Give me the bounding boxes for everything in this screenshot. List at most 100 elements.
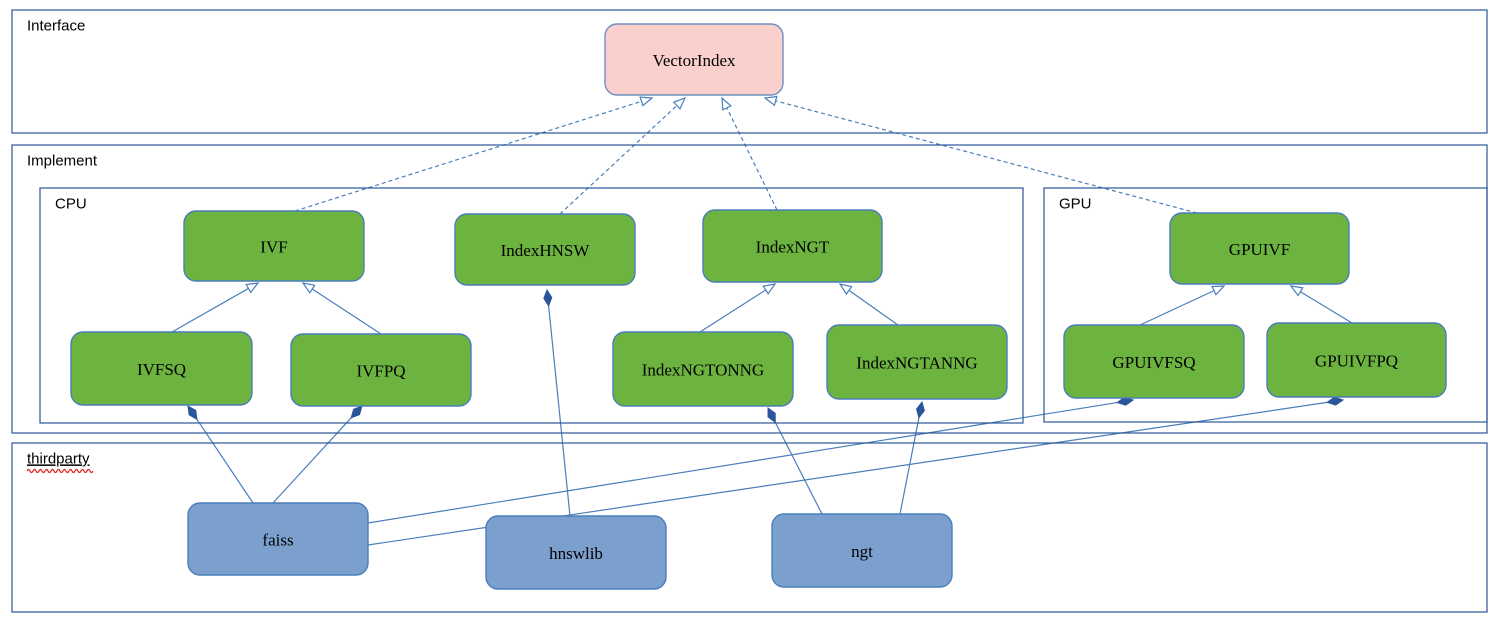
- edge-line: [294, 100, 642, 212]
- container-outline: [39, 187, 1024, 424]
- edge-indexngtonng-to-indexngt: [699, 283, 777, 333]
- node-label-hnswlib: hnswlib: [549, 544, 603, 563]
- filled-diamond-marker-icon: [187, 405, 198, 421]
- filled-diamond-marker-icon: [767, 407, 776, 424]
- node-box[interactable]: [1169, 212, 1350, 285]
- edge-indexhnsw-to-vectorindex: [559, 96, 687, 215]
- hollow-triangle-arrowhead-icon: [838, 283, 853, 296]
- filled-diamond-marker-icon: [915, 400, 925, 419]
- node-label-faiss: faiss: [262, 531, 293, 550]
- container-cpu: CPU: [39, 187, 1024, 424]
- edge-line: [774, 421, 823, 515]
- container-interface: Interface: [11, 9, 1488, 134]
- hollow-triangle-arrowhead-icon: [1289, 285, 1304, 297]
- hollow-triangle-arrowhead-icon: [639, 96, 654, 107]
- node-label-indexhnsw: IndexHNSW: [501, 241, 591, 260]
- edge-line: [1300, 291, 1353, 324]
- edge-gpuivf-to-vectorindex: [763, 95, 1198, 214]
- node-label-vectorindex: VectorIndex: [652, 51, 736, 70]
- container-label-gpu: GPU: [1059, 195, 1092, 212]
- node-indexhnsw[interactable]: IndexHNSW: [454, 213, 636, 286]
- edge-line: [899, 417, 920, 515]
- node-box[interactable]: [612, 331, 794, 407]
- node-box[interactable]: [1063, 324, 1245, 399]
- edge-ivfsq-to-ivf: [171, 282, 260, 333]
- container-label-thirdparty: thirdparty: [27, 450, 90, 467]
- node-label-gpuivfpq: GPUIVFPQ: [1315, 352, 1398, 371]
- node-label-indexngt: IndexNGT: [756, 238, 830, 257]
- node-box[interactable]: [454, 213, 636, 286]
- edge-line: [726, 107, 778, 211]
- node-indexngtanng[interactable]: IndexNGTANNG: [826, 324, 1008, 400]
- hollow-triangle-arrowhead-icon: [301, 282, 316, 294]
- hollow-triangle-arrowhead-icon: [672, 96, 687, 110]
- edge-ngt-to-indexngtanng: [899, 400, 925, 515]
- edge-line: [272, 417, 352, 504]
- edge-line: [171, 287, 249, 333]
- container-thirdparty: thirdparty: [11, 442, 1488, 613]
- node-ivfpq[interactable]: IVFPQ: [290, 333, 472, 407]
- container-outline: [11, 9, 1488, 134]
- node-label-ngt: ngt: [851, 542, 873, 561]
- node-label-indexngtonng: IndexNGTONNG: [642, 361, 764, 380]
- container-label-cpu: CPU: [55, 195, 87, 212]
- edge-ivf-to-vectorindex: [294, 96, 654, 212]
- node-vectorindex[interactable]: VectorIndex: [604, 23, 784, 96]
- edge-indexngtanng-to-indexngt: [838, 283, 899, 326]
- node-label-ivf: IVF: [260, 238, 287, 257]
- node-box[interactable]: [826, 324, 1008, 400]
- node-ngt[interactable]: ngt: [771, 513, 953, 588]
- node-hnswlib[interactable]: hnswlib: [485, 515, 667, 590]
- edge-line: [848, 289, 899, 326]
- node-box[interactable]: [290, 333, 472, 407]
- node-indexngtonng[interactable]: IndexNGTONNG: [612, 331, 794, 407]
- node-ivf[interactable]: IVF: [183, 210, 365, 282]
- node-gpuivf[interactable]: GPUIVF: [1169, 212, 1350, 285]
- hollow-triangle-arrowhead-icon: [763, 95, 778, 107]
- node-box[interactable]: [187, 502, 369, 576]
- node-ivfsq[interactable]: IVFSQ: [70, 331, 253, 406]
- container-label-interface: Interface: [27, 17, 85, 34]
- node-label-gpuivf: GPUIVF: [1229, 240, 1290, 259]
- filled-diamond-marker-icon: [1326, 396, 1345, 406]
- edge-indexngt-to-vectorindex: [721, 96, 778, 211]
- node-label-ivfpq: IVFPQ: [356, 362, 405, 381]
- container-outline: [11, 442, 1488, 613]
- container-label-implement: Implement: [27, 152, 98, 169]
- node-faiss[interactable]: faiss: [187, 502, 369, 576]
- edge-faiss-to-ivfpq: [272, 405, 363, 504]
- edge-line: [559, 105, 678, 215]
- hollow-triangle-arrowhead-icon: [721, 96, 732, 111]
- hollow-triangle-arrowhead-icon: [1211, 285, 1226, 296]
- edge-ngt-to-indexngtonng: [767, 407, 823, 515]
- spellcheck-underline-icon: [26, 468, 94, 474]
- node-label-ivfsq: IVFSQ: [137, 360, 186, 379]
- edge-line: [699, 289, 767, 333]
- node-gpuivfsq[interactable]: GPUIVFSQ: [1063, 324, 1245, 399]
- edge-ivfpq-to-ivf: [301, 282, 382, 335]
- node-label-gpuivfsq: GPUIVFSQ: [1112, 353, 1195, 372]
- node-box[interactable]: [183, 210, 365, 282]
- node-box[interactable]: [702, 209, 883, 283]
- edge-line: [311, 288, 382, 335]
- node-indexngt[interactable]: IndexNGT: [702, 209, 883, 283]
- edge-hnswlib-to-indexhnsw: [543, 288, 571, 517]
- node-box[interactable]: [485, 515, 667, 590]
- node-box[interactable]: [604, 23, 784, 96]
- edge-line: [775, 100, 1198, 214]
- node-label-indexngtanng: IndexNGTANNG: [856, 354, 977, 373]
- edge-gpuivfpq-to-gpuivf: [1289, 285, 1353, 324]
- edge-line: [548, 305, 571, 517]
- filled-diamond-marker-icon: [350, 405, 363, 419]
- node-gpuivfpq[interactable]: GPUIVFPQ: [1266, 322, 1447, 398]
- node-box[interactable]: [70, 331, 253, 406]
- node-box[interactable]: [1266, 322, 1447, 398]
- filled-diamond-marker-icon: [543, 288, 553, 308]
- hollow-triangle-arrowhead-icon: [762, 283, 777, 295]
- hollow-triangle-arrowhead-icon: [245, 282, 260, 294]
- node-box[interactable]: [771, 513, 953, 588]
- container-gpu: GPU: [1043, 187, 1488, 423]
